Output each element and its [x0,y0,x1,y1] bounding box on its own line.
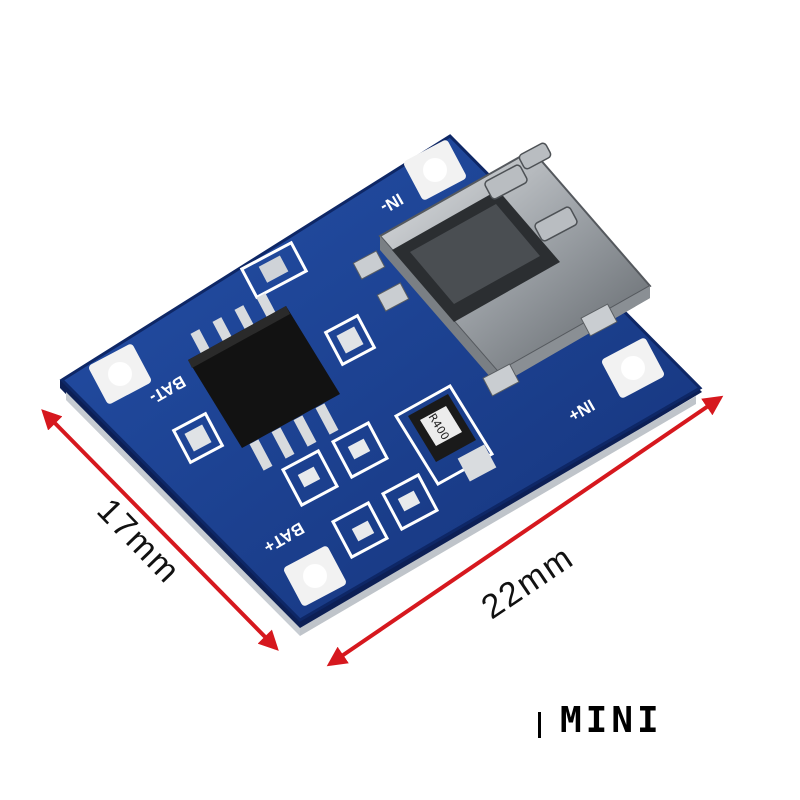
capacitor-c1 [323,313,377,367]
connector-legs [352,250,618,397]
mounting-hole-right [602,338,664,398]
ic-pins-top [190,293,278,357]
dimension-width-label: 22mm [475,538,581,627]
connector-tabs [484,142,578,242]
dimension-arrow-height [41,409,279,651]
variant-tick [538,712,541,738]
dimension-arrow-width [326,395,724,667]
mounting-hole-left [89,344,151,404]
variant-label: MINI [560,700,663,741]
smd-component-top [239,240,309,300]
usb-mini-connector [352,142,652,397]
mounting-hole-top [404,140,466,200]
